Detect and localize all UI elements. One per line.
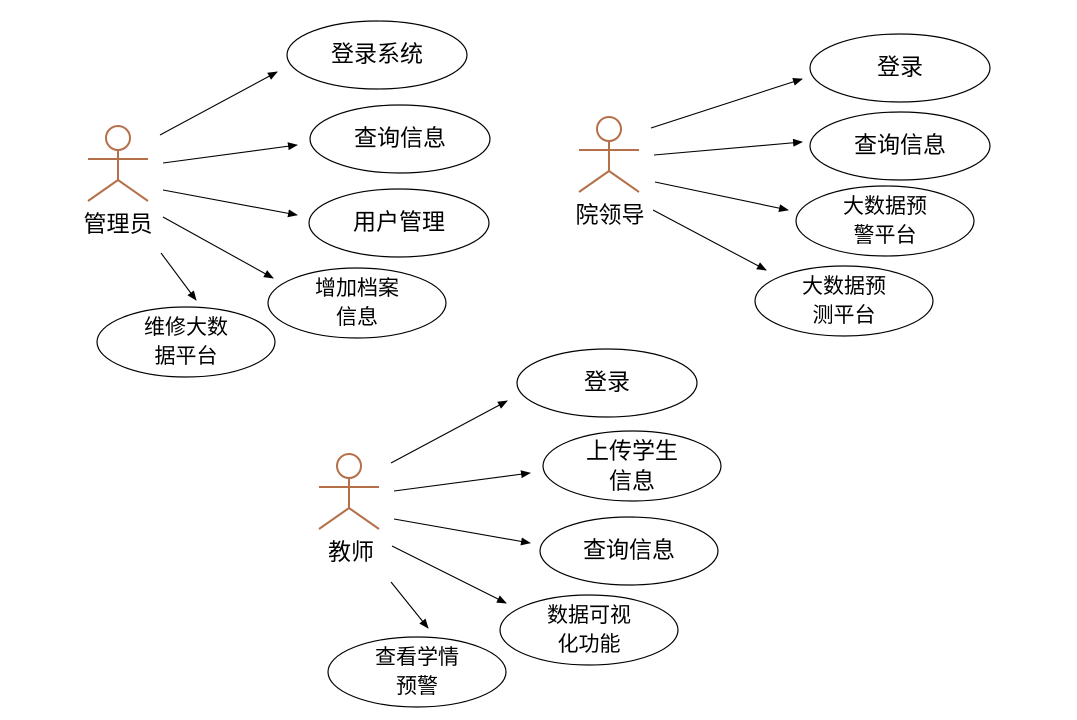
stick-figure-icon bbox=[318, 453, 380, 530]
usecase-label: 登录 bbox=[584, 370, 630, 396]
usecase-leader-warning[interactable]: 大数据预 警平台 bbox=[795, 185, 975, 257]
usecase-label-line2: 测平台 bbox=[813, 303, 876, 327]
usecase-label-line2: 预警 bbox=[396, 674, 438, 698]
usecase-admin-user-mgmt[interactable]: 用户管理 bbox=[308, 188, 490, 258]
associations bbox=[159, 71, 803, 629]
usecase-leader-login[interactable]: 登录 bbox=[809, 33, 991, 103]
usecase-label-line1: 查看学情 bbox=[375, 645, 459, 669]
usecase-label-line2: 信息 bbox=[609, 469, 655, 495]
edge-admin-login bbox=[159, 71, 278, 136]
usecase-label-line1: 上传学生 bbox=[586, 439, 678, 465]
usecase-label-line2: 警平台 bbox=[854, 223, 917, 247]
edge-leader-login bbox=[650, 77, 803, 129]
edge-teacher-login bbox=[390, 400, 508, 464]
actor-label: 院领导 bbox=[576, 203, 645, 229]
stick-figure-icon bbox=[87, 125, 149, 202]
usecase-label-line1: 大数据预 bbox=[802, 274, 886, 298]
edge-teacher-view-warning bbox=[390, 581, 429, 629]
usecase-label: 查询信息 bbox=[854, 133, 946, 159]
usecase-label: 登录系统 bbox=[331, 42, 423, 68]
usecase-label: 登录 bbox=[877, 55, 923, 81]
edge-admin-add-archive bbox=[162, 216, 274, 279]
edge-leader-query bbox=[653, 138, 803, 156]
usecase-label: 用户管理 bbox=[353, 210, 445, 236]
usecase-label-line1: 增加档案 bbox=[315, 276, 399, 300]
usecase-teacher-login[interactable]: 登录 bbox=[516, 348, 698, 418]
actor-label: 管理员 bbox=[84, 212, 153, 238]
edge-admin-maintain bbox=[160, 252, 197, 301]
usecase-teacher-view-warning[interactable]: 查看学情 预警 bbox=[327, 636, 507, 708]
actor-admin: 管理员 bbox=[84, 125, 153, 238]
actor-label: 教师 bbox=[328, 540, 374, 566]
edge-leader-warning bbox=[654, 181, 789, 213]
actor-teacher: 教师 bbox=[318, 453, 380, 566]
usecase-label: 查询信息 bbox=[354, 126, 446, 152]
edge-teacher-query bbox=[393, 518, 531, 546]
edge-teacher-upload bbox=[393, 470, 531, 492]
edge-admin-user-mgmt bbox=[162, 189, 298, 218]
usecase-teacher-visual[interactable]: 数据可视 化功能 bbox=[499, 594, 679, 666]
usecase-leader-query[interactable]: 查询信息 bbox=[809, 111, 991, 181]
usecase-label-line1: 大数据预 bbox=[843, 194, 927, 218]
usecase-label-line2: 信息 bbox=[336, 305, 378, 329]
usecase-label: 查询信息 bbox=[583, 538, 675, 564]
usecase-admin-query[interactable]: 查询信息 bbox=[309, 104, 491, 174]
edge-leader-forecast bbox=[652, 209, 767, 271]
stick-figure-icon bbox=[578, 116, 640, 193]
usecase-teacher-upload[interactable]: 上传学生 信息 bbox=[542, 430, 722, 502]
usecase-admin-add-archive[interactable]: 增加档案 信息 bbox=[267, 267, 447, 339]
edge-teacher-visual bbox=[391, 545, 507, 604]
usecase-label-line2: 据平台 bbox=[155, 344, 218, 368]
usecase-leader-forecast[interactable]: 大数据预 测平台 bbox=[754, 265, 934, 337]
usecase-admin-login[interactable]: 登录系统 bbox=[286, 20, 468, 90]
usecase-teacher-query[interactable]: 查询信息 bbox=[539, 516, 719, 586]
usecase-label-line2: 化功能 bbox=[558, 632, 621, 656]
actor-leader: 院领导 bbox=[576, 116, 645, 229]
usecase-label-line1: 维修大数 bbox=[144, 315, 228, 339]
usecase-admin-maintain[interactable]: 维修大数 据平台 bbox=[96, 306, 276, 378]
edge-admin-query bbox=[162, 142, 298, 164]
usecase-label-line1: 数据可视 bbox=[547, 603, 631, 627]
